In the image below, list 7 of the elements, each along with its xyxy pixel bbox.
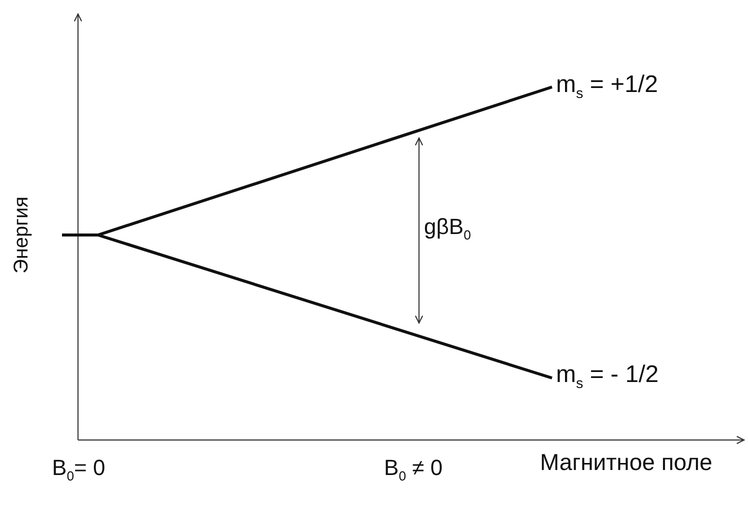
axis-tick-label: B$_{0}$= 0 bbox=[52, 456, 106, 484]
spin-state-label: m$_{s}$ = +1/2 bbox=[556, 72, 658, 103]
spin-state-label: m$_{s}$ = - 1/2 bbox=[556, 362, 659, 393]
splitting-label: gβB$_{0}$ bbox=[424, 215, 471, 243]
axis-title: Энергия bbox=[10, 196, 32, 274]
axis-title: Магнитное поле bbox=[540, 450, 712, 476]
axis-tick-label: B$_{0}$ ≠ 0 bbox=[384, 456, 443, 484]
